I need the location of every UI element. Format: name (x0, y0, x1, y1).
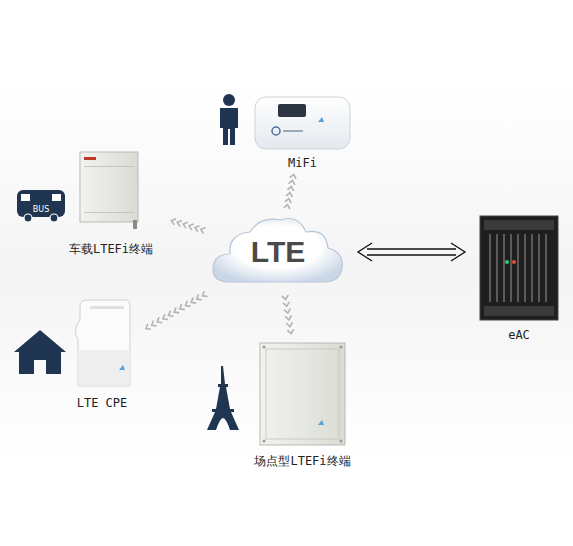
network-cloud: LTE (208, 212, 348, 292)
chevron-line (147, 295, 204, 328)
double-arrow-line (358, 243, 465, 261)
signal-link (173, 221, 202, 230)
site-terminal (260, 343, 345, 445)
bus-label: BUS (33, 205, 49, 214)
device-node: eAC (475, 212, 563, 342)
chevron-line (287, 176, 293, 206)
cloud-label: LTE (208, 212, 348, 292)
signal-link (285, 298, 291, 332)
signal-link (147, 295, 204, 328)
mifi-device (255, 97, 350, 149)
vehicle-terminal (80, 152, 138, 229)
device-node: LTE CPE (62, 298, 142, 410)
background-band (0, 85, 573, 460)
double-arrow (358, 243, 465, 261)
tower-icon (207, 366, 239, 430)
cpe-device (75, 300, 130, 386)
device-node: 场点型LTEFi终端 (245, 338, 360, 470)
device-label: MiFi (250, 156, 355, 170)
eac-chassis (480, 216, 558, 320)
device-label: 场点型LTEFi终端 (245, 453, 360, 470)
person-icon (220, 94, 238, 145)
chevron-line (285, 298, 291, 332)
device-label: 车载LTEFi终端 (55, 241, 167, 258)
house-icon (14, 330, 66, 374)
chevron-line (173, 221, 202, 230)
signal-link (287, 176, 293, 206)
device-label: LTE CPE (62, 396, 142, 410)
bus-icon: BUS (17, 190, 65, 222)
device-node: MiFi (250, 92, 355, 170)
device-node: 车载LTEFi终端 (55, 148, 167, 258)
device-label: eAC (475, 328, 563, 342)
